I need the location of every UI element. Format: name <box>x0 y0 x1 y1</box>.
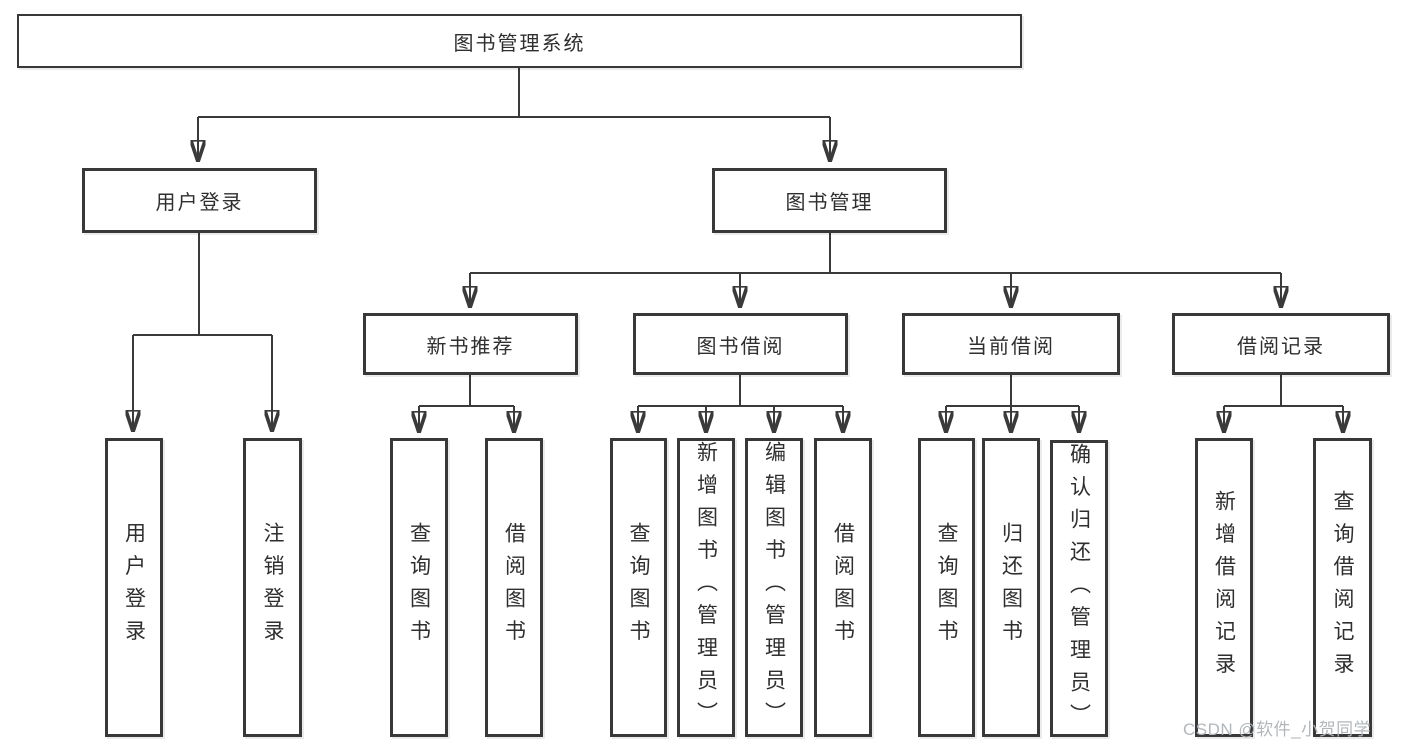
leaf-current-return-books: 归还图书 <box>982 438 1040 737</box>
leaf-borrowing-add-books-admin: 新增图书（管理员） <box>677 438 735 737</box>
leaf-newbook-query-books: 查询图书 <box>390 438 448 737</box>
node-borrow-records: 借阅记录 <box>1172 313 1390 375</box>
leaf-current-query-books: 查询图书 <box>918 438 975 737</box>
leaf-borrowing-edit-books-admin: 编辑图书（管理员） <box>745 438 803 737</box>
leaf-newbook-borrow-books: 借阅图书 <box>485 438 543 737</box>
leaf-records-query-record: 查询借阅记录 <box>1313 438 1372 737</box>
node-new-book-recommend: 新书推荐 <box>363 313 578 375</box>
node-root: 图书管理系统 <box>17 14 1022 68</box>
node-book-management: 图书管理 <box>712 168 947 233</box>
leaf-logout: 注销登录 <box>243 438 302 737</box>
leaf-borrowing-query-books: 查询图书 <box>610 438 667 737</box>
node-current-borrowing: 当前借阅 <box>902 313 1120 375</box>
leaf-records-add-record: 新增借阅记录 <box>1195 438 1253 737</box>
node-book-borrowing: 图书借阅 <box>633 313 848 375</box>
csdn-watermark: CSDN @软件_小贺同学 <box>1183 720 1372 739</box>
leaf-current-confirm-return-admin: 确认归还（管理员） <box>1050 440 1108 737</box>
leaf-user-login: 用户登录 <box>105 438 163 737</box>
leaf-borrowing-borrow-books: 借阅图书 <box>814 438 872 737</box>
node-user-login: 用户登录 <box>82 168 317 233</box>
